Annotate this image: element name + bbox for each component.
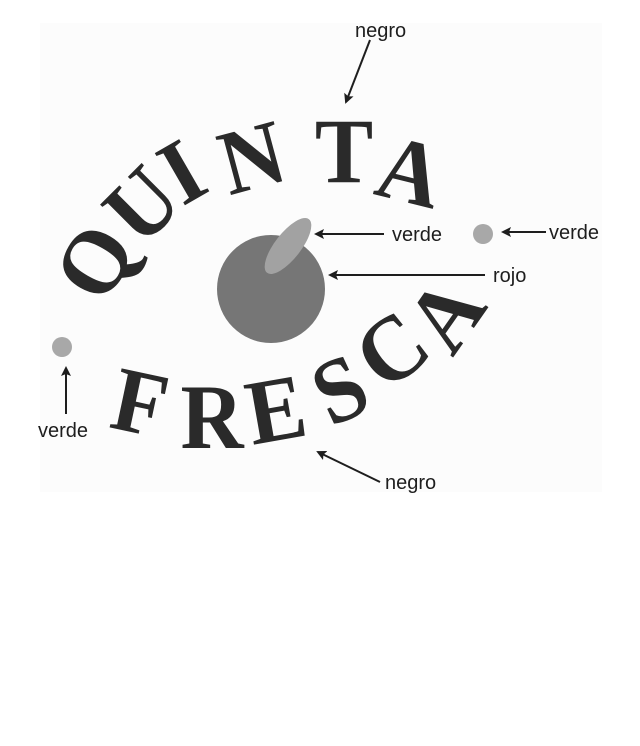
letter-a: A: [367, 115, 453, 229]
arrow-icon: [344, 39, 371, 104]
letter-e: E: [238, 355, 313, 465]
letter-f: F: [103, 348, 176, 458]
dot-left: [52, 337, 72, 357]
arrow-icon: [316, 450, 381, 483]
label-verde-leaf: verde: [392, 224, 442, 246]
letter-r: R: [180, 367, 244, 469]
annotations: negro verde verde rojo verde negro: [38, 20, 599, 494]
dot-right: [473, 224, 493, 244]
label-negro-top: negro: [355, 20, 406, 42]
letter-n: N: [208, 101, 295, 215]
label-negro-bottom: negro: [385, 472, 436, 494]
diagram-panel: [40, 23, 602, 492]
fruit-circle: [217, 235, 325, 343]
label-rojo: rojo: [493, 265, 526, 287]
label-verde-dot-right: verde: [549, 222, 599, 244]
label-verde-dot-left: verde: [38, 420, 88, 442]
leaf-ellipse: [264, 218, 312, 274]
letter-t: T: [315, 101, 373, 203]
